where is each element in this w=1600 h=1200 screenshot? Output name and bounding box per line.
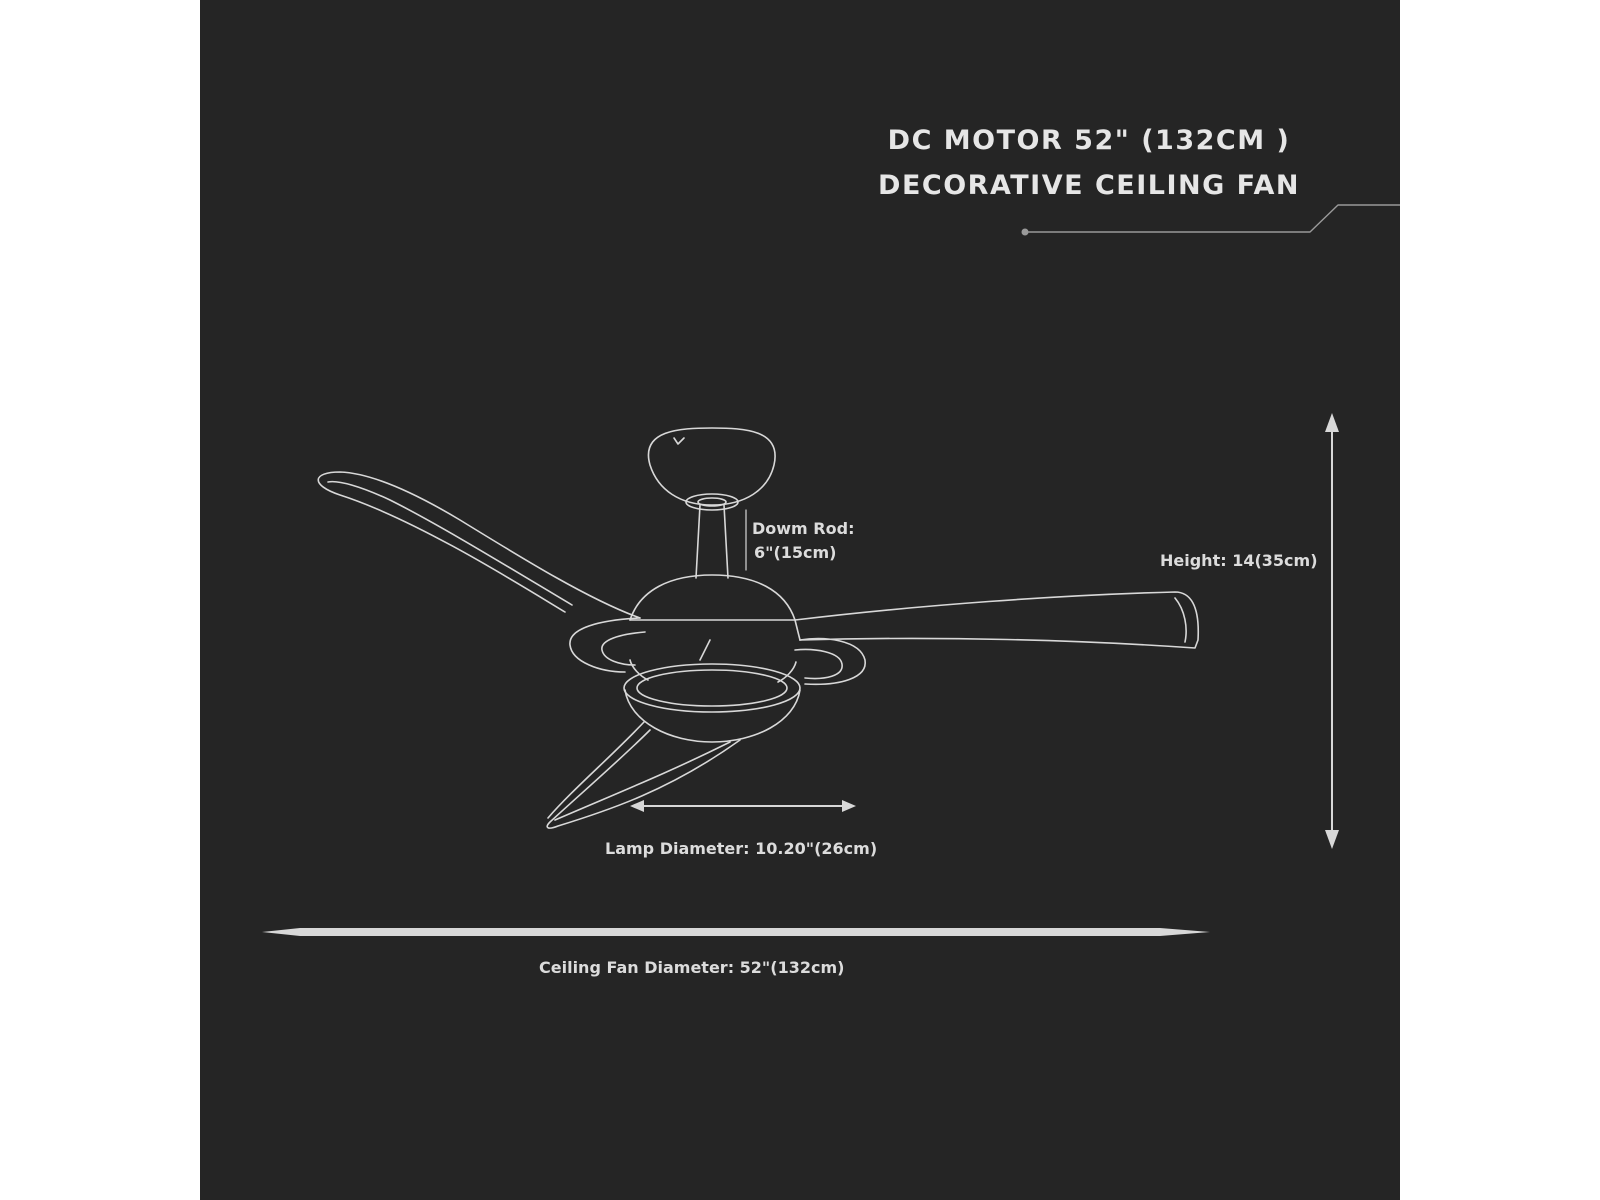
down-rod bbox=[695, 504, 729, 579]
motor-housing bbox=[629, 574, 796, 621]
ceiling-fan-drawing bbox=[262, 204, 1400, 936]
down-rod-label: Dowm Rod: 6"(15cm) bbox=[752, 517, 854, 565]
blade-right bbox=[794, 591, 1200, 649]
fan-diameter-label: Ceiling Fan Diameter: 52"(132cm) bbox=[539, 958, 845, 977]
lamp-shade bbox=[623, 659, 801, 743]
product-title: DC MOTOR 52" (132CM ) DECORATIVE CEILING… bbox=[878, 118, 1300, 208]
diagram-panel: DC MOTOR 52" (132CM ) DECORATIVE CEILING… bbox=[200, 0, 1400, 1200]
height-arrow bbox=[1325, 413, 1339, 849]
title-decoration-line bbox=[1021, 204, 1400, 236]
height-label: Height: 14(35cm) bbox=[1160, 551, 1318, 570]
product-title-line2: DECORATIVE CEILING FAN bbox=[878, 170, 1300, 201]
blade-arms bbox=[569, 617, 866, 686]
lamp-diameter-arrow bbox=[630, 800, 856, 812]
canopy bbox=[647, 427, 776, 511]
product-title-line1: DC MOTOR 52" (132CM ) bbox=[887, 125, 1291, 156]
lamp-diameter-label: Lamp Diameter: 10.20"(26cm) bbox=[605, 839, 878, 858]
blade-left bbox=[317, 471, 641, 619]
down-rod-label-line1: Dowm Rod: bbox=[752, 519, 855, 538]
fan-diameter-arrow bbox=[262, 928, 1210, 936]
blade-lower bbox=[546, 721, 741, 829]
down-rod-label-line2: 6"(15cm) bbox=[753, 543, 837, 562]
